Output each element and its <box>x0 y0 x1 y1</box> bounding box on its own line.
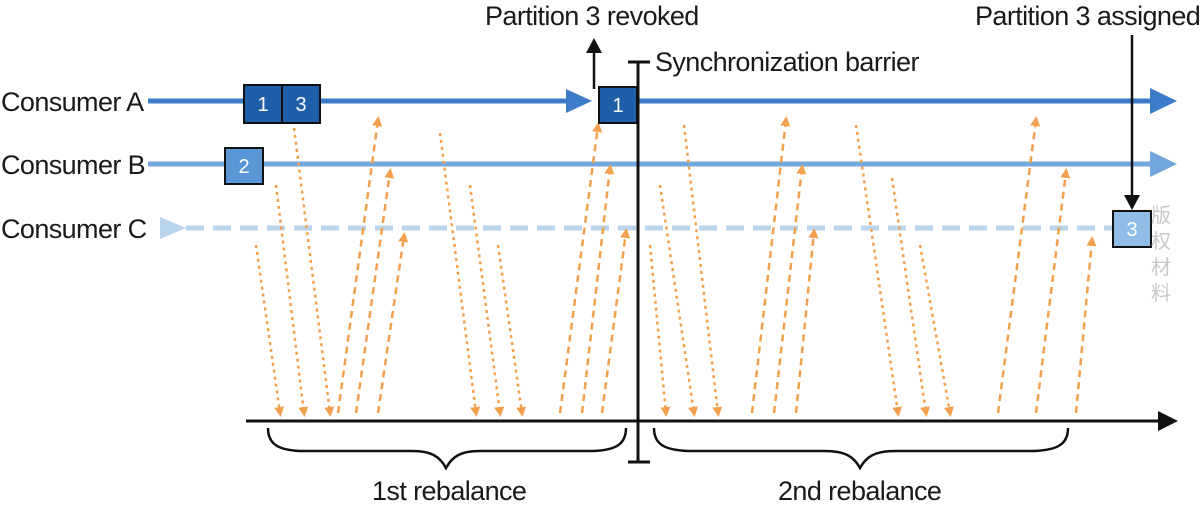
heartbeat-arrow <box>682 124 723 417</box>
response-arrow <box>376 232 409 414</box>
revoke-arrow <box>586 38 602 89</box>
response-arrow <box>600 228 631 414</box>
heartbeat-arrows <box>254 116 1097 417</box>
heartbeat-arrow <box>658 184 699 417</box>
assign-arrow <box>1124 35 1140 210</box>
partition-revoked-label: Partition 3 revoked <box>485 1 699 31</box>
synchronization-barrier <box>628 60 650 464</box>
heartbeat-arrow <box>254 244 285 417</box>
synchronization-barrier-label: Synchronization barrier <box>655 47 919 77</box>
partition-number: 1 <box>257 94 268 116</box>
partition-box-a-1-after: 1 <box>598 86 638 124</box>
consumer-a-arrowhead-mid <box>566 89 592 113</box>
consumer-c-timeline <box>160 217 1114 239</box>
watermark-char: 料 <box>1151 282 1171 305</box>
partition-number: 1 <box>612 95 623 117</box>
heartbeat-arrow <box>292 127 335 417</box>
consumer-c-label: Consumer C <box>1 214 147 244</box>
heartbeat-arrow <box>274 184 309 417</box>
response-arrow <box>1074 236 1097 414</box>
partition-assigned-label: Partition 3 assigned <box>975 1 1200 31</box>
response-arrow <box>1034 168 1071 414</box>
partition-box-a-3: 3 <box>281 84 321 124</box>
partition-number: 2 <box>238 156 249 178</box>
watermark-char: 版 <box>1151 204 1171 227</box>
response-arrow <box>794 228 819 414</box>
partition-number: 3 <box>295 94 306 116</box>
consumer-a-arrowhead-end <box>1150 88 1177 114</box>
response-arrow <box>336 116 383 414</box>
rebalance-2-brace <box>652 427 1070 471</box>
partition-number: 3 <box>1126 219 1137 241</box>
response-arrow <box>750 116 791 414</box>
partition-box-a-1: 1 <box>243 84 283 124</box>
time-axis <box>246 411 1178 431</box>
response-arrow <box>772 164 807 414</box>
response-arrow <box>580 164 615 414</box>
partition-box-c-3: 3 <box>1112 210 1152 248</box>
heartbeat-arrow <box>496 244 527 417</box>
rebalance-1-label: 1st rebalance <box>372 476 526 506</box>
response-arrow <box>354 168 395 414</box>
consumer-c-arrowhead-start <box>160 217 186 239</box>
heartbeat-arrow <box>468 184 505 417</box>
partition-box-b-2: 2 <box>224 147 264 185</box>
heartbeat-arrow <box>854 124 903 417</box>
response-arrow <box>996 116 1041 414</box>
watermark: 版 权 材 料 <box>1151 204 1171 305</box>
response-arrow <box>558 122 603 414</box>
consumer-a-label: Consumer A <box>1 87 144 117</box>
heartbeat-arrow <box>918 244 954 417</box>
watermark-char: 材 <box>1151 256 1171 279</box>
heartbeat-arrow <box>438 132 481 417</box>
consumer-a-timeline <box>148 88 1177 114</box>
consumer-b-arrowhead <box>1150 151 1177 177</box>
heartbeat-arrow <box>648 244 671 417</box>
watermark-char: 权 <box>1151 230 1171 253</box>
rebalance-1-brace <box>266 427 628 471</box>
heartbeat-arrow <box>890 177 931 417</box>
consumer-b-timeline <box>148 151 1177 177</box>
consumer-b-label: Consumer B <box>1 150 145 180</box>
rebalance-2-label: 2nd rebalance <box>778 476 941 506</box>
